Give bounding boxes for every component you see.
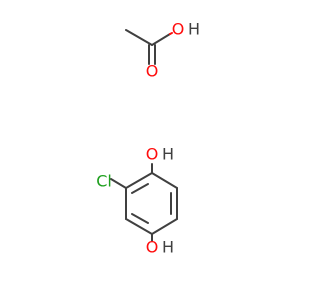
hydroxyl-bond-segment	[169, 32, 173, 35]
ring-bond-bottom-right	[151, 218, 178, 235]
acetic-acid-molecule: O H O	[125, 20, 200, 81]
chlorine-bond	[110, 178, 127, 189]
bottom-hydrogen-label: H	[162, 238, 174, 257]
acetic-hydroxyl-hydrogen-label: H	[188, 20, 200, 39]
bottom-oxygen-label: O	[146, 238, 159, 257]
methyl-carbon-bond	[125, 29, 153, 46]
top-oxygen-label: O	[146, 145, 159, 164]
ring-bond-top-left	[125, 172, 153, 189]
acetic-hydroxyl-oxygen-label: O	[172, 20, 185, 39]
ring-inner-double-bond-top-left	[131, 183, 149, 194]
carboxyl-carbon-oxygen-bond	[151, 33, 171, 46]
ring-inner-double-bond-bottom-left	[131, 213, 149, 224]
ring-bond-top-right	[151, 172, 178, 189]
molecule-canvas: O H O O H Cl O H	[96, 19, 201, 257]
acetic-carbonyl-oxygen-label: O	[146, 62, 159, 81]
ring-bond-bottom-left	[125, 218, 153, 235]
structure-drawing: O H O O H Cl O H	[96, 20, 200, 257]
top-hydrogen-label: H	[162, 145, 174, 164]
chlorine-label: Cl	[96, 172, 112, 191]
chlorohydroquinone-molecule: O H Cl O H	[96, 145, 178, 257]
